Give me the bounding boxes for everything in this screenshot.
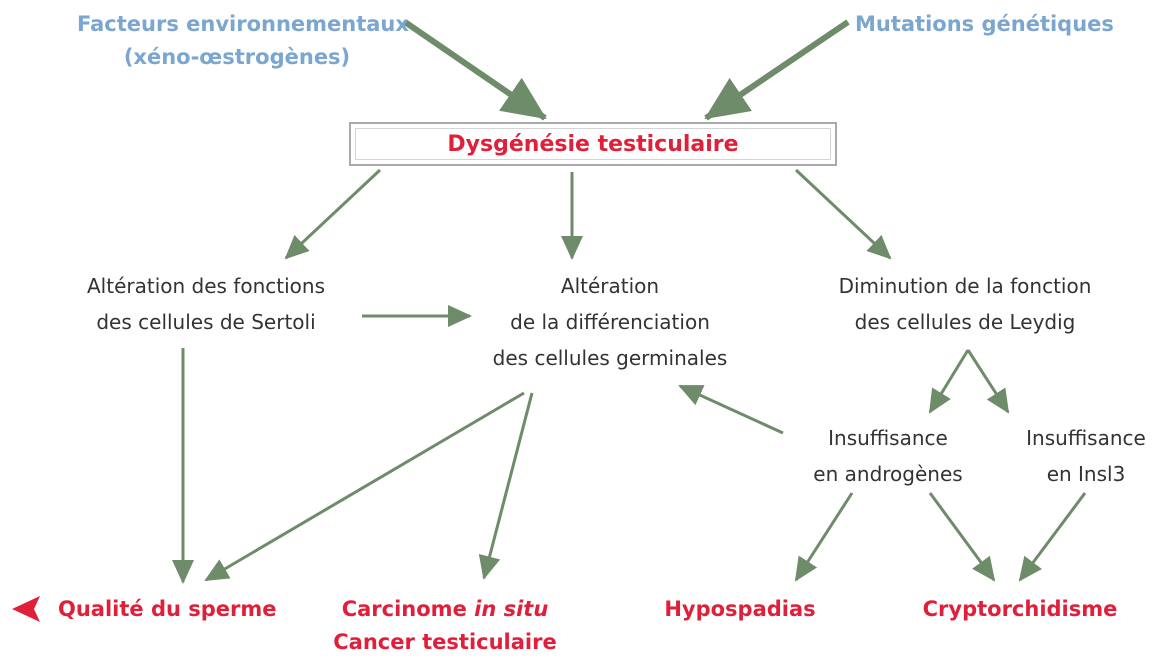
genetic-mutations-label: Mutations génétiques xyxy=(855,8,1114,41)
germ-cell-node: Altération de la différenciation des cel… xyxy=(460,268,760,376)
arrow-germ-to-carcinome xyxy=(478,392,534,580)
cryptorchidism-label: Cryptorchidisme xyxy=(920,593,1120,626)
carcinoma-italic: in situ xyxy=(474,597,549,621)
testicular-dysgenesis-box: Dysgénésie testiculaire xyxy=(349,122,837,166)
arrow-mut-to-box xyxy=(704,19,850,121)
arrow-andro-to-hypo xyxy=(794,492,854,582)
androgen-insufficiency-node: Insuffisance en androgènes xyxy=(788,420,988,492)
insl3-line1: Insuffisance xyxy=(1026,426,1146,450)
insl3-line2: en Insl3 xyxy=(1046,462,1126,486)
arrow-germ-to-sperm xyxy=(204,391,525,582)
env-factors-label: Facteurs environnementaux (xéno-œstrogèn… xyxy=(77,8,409,74)
cryptorchidism-line: Cryptorchidisme xyxy=(922,597,1118,621)
carcinoma-prefix: Carcinome xyxy=(341,597,475,621)
env-factors-line1: Facteurs environnementaux xyxy=(77,12,409,36)
germ-line1: Altération xyxy=(560,274,660,298)
sperm-quality-line: Qualité du sperme xyxy=(58,597,277,621)
arrow-andro-to-germ xyxy=(678,384,784,435)
leydig-line2: des cellules de Leydig xyxy=(854,310,1076,334)
arrow-box-to-leydig xyxy=(794,168,892,260)
arrow-insl3-to-crypto xyxy=(1018,492,1087,582)
sertoli-line1: Altération des fonctions xyxy=(87,274,325,298)
leydig-line1: Diminution de la fonction xyxy=(838,274,1092,298)
hypospadias-line: Hypospadias xyxy=(664,597,816,621)
andro-line2: en androgènes xyxy=(813,462,963,486)
arrow-box-to-sertoli xyxy=(284,168,382,260)
sertoli-node: Altération des fonctions des cellules de… xyxy=(56,268,356,340)
sertoli-line2: des cellules de Sertoli xyxy=(96,310,316,334)
arrow-leydig-to-insl3 xyxy=(966,349,1010,414)
germ-line3: des cellules germinales xyxy=(492,346,728,370)
hypospadias-label: Hypospadias xyxy=(650,593,830,626)
arrow-andro-to-crypto xyxy=(928,492,996,582)
testicular-dysgenesis-title: Dysgénésie testiculaire xyxy=(447,131,739,157)
sperm-quality-label: Qualité du sperme xyxy=(58,593,278,626)
andro-line1: Insuffisance xyxy=(828,426,948,450)
carcinoma-label: Carcinome in situ Cancer testiculaire xyxy=(320,593,570,659)
carcinoma-line: Carcinome in situ xyxy=(320,593,570,626)
arrow-env-to-box xyxy=(403,19,547,121)
decrease-arrow-icon xyxy=(12,596,40,622)
insl3-insufficiency-node: Insuffisance en Insl3 xyxy=(1006,420,1166,492)
testicular-cancer-line: Cancer testiculaire xyxy=(333,630,557,654)
arrow-leydig-to-andro xyxy=(928,349,970,414)
germ-line2: de la différenciation xyxy=(510,310,710,334)
genetic-mutations-line: Mutations génétiques xyxy=(855,12,1114,36)
leydig-node: Diminution de la fonction des cellules d… xyxy=(810,268,1120,340)
env-factors-line2: (xéno-œstrogènes) xyxy=(123,45,351,69)
